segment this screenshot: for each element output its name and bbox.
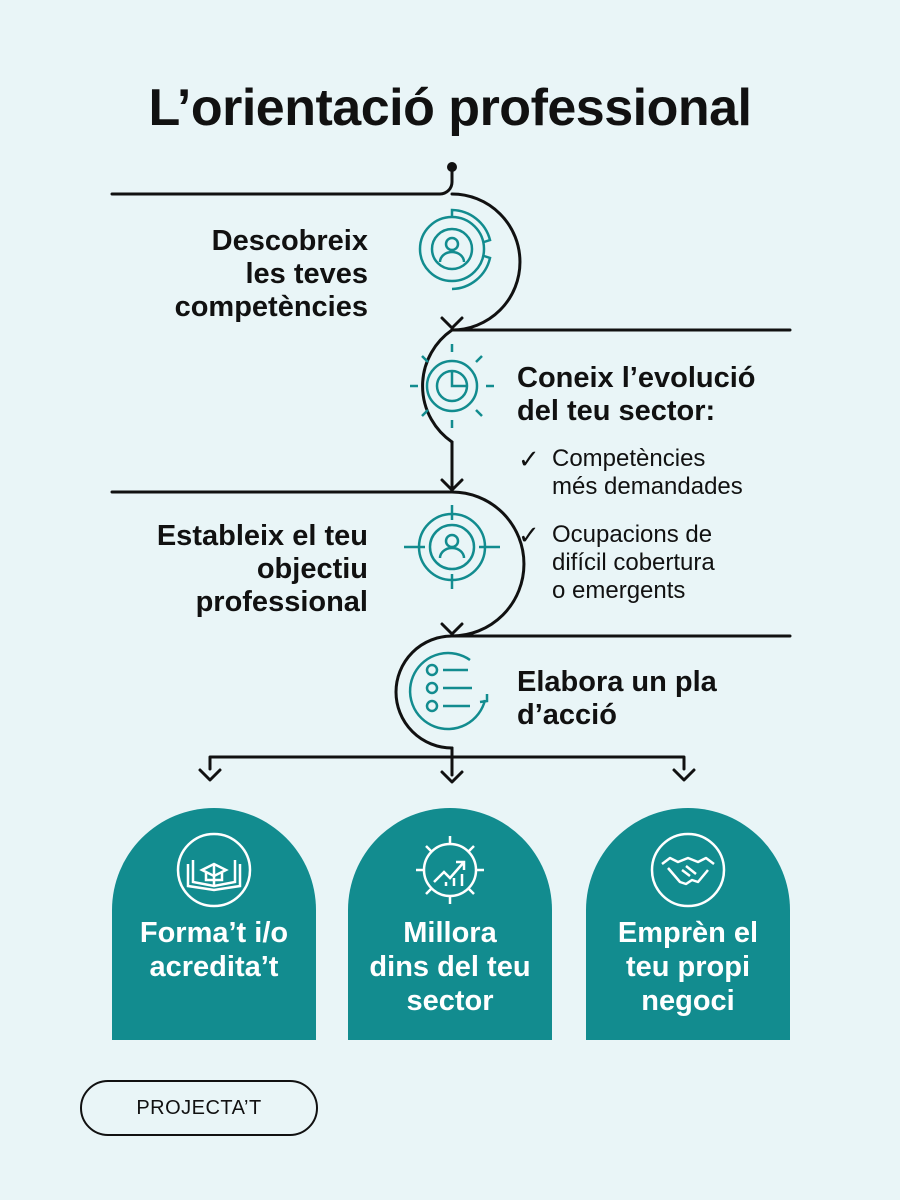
outcome-1-line: acredita’t (149, 951, 279, 983)
step-1-line: les teves (245, 258, 368, 290)
step-2-line: Coneix l’evolució (517, 362, 756, 394)
bullet-demanded-skills: ✓ Competències més demandades (518, 445, 743, 501)
outcome-3-line: teu propi (625, 951, 751, 983)
step-action-plan-label: Elabora un pla d’acció (517, 666, 857, 732)
book-graduation-cap-icon (176, 832, 252, 908)
crosshair-person-icon (404, 505, 500, 589)
bullet-line: difícil cobertura (552, 549, 715, 576)
step-3-line: Estableix el teu (156, 520, 368, 552)
bullet-hard-to-fill-occupations: ✓ Ocupacions de difícil cobertura o emer… (518, 521, 715, 605)
checkmark-icon: ✓ (518, 444, 540, 474)
outcome-2-line: sector (406, 985, 494, 1017)
step-evolution-label: Coneix l’evolució del teu sector: (517, 362, 857, 428)
projectat-badge: PROJECTA’T (80, 1080, 318, 1136)
arrow-1 (440, 316, 464, 330)
outcome-2-line: dins del teu (369, 951, 531, 983)
handshake-icon (650, 832, 726, 908)
step-3-line: objectiu (256, 553, 368, 585)
bullet-line: o emergents (552, 577, 686, 604)
checkmark-icon: ✓ (518, 520, 540, 550)
person-target-icon (418, 208, 492, 291)
flow-line-1 (110, 165, 454, 196)
arrow-5 (440, 770, 464, 784)
flow-curve-4 (394, 634, 454, 750)
bullet-line: Ocupacions de (552, 521, 713, 548)
step-4-line: Elabora un pla (517, 666, 717, 698)
flow-curve-1 (450, 192, 522, 332)
flow-curve-3 (450, 490, 526, 638)
flow-branch (208, 746, 686, 777)
arrow-3 (440, 622, 464, 636)
outcome-card-entrepreneur: Emprèn el teu propi negoci (586, 808, 790, 1040)
arrow-4 (198, 768, 222, 782)
gear-pie-chart-icon (410, 344, 494, 428)
outcome-3-line: Emprèn el (617, 917, 759, 949)
arrow-6 (672, 768, 696, 782)
step-1-line: competències (174, 291, 368, 323)
bullet-line: més demandades (552, 473, 743, 500)
step-4-line: d’acció (517, 699, 617, 731)
outcome-card-training: Forma’t i/o acredita’t (112, 808, 316, 1040)
bullet-line: Competències (552, 445, 706, 472)
outcome-2-line: Millora (403, 917, 497, 949)
checklist-icon (408, 651, 489, 731)
step-discover-label: Descobreix les teves competències (48, 225, 368, 324)
step-3-line: professional (195, 586, 368, 618)
step-2-line: del teu sector: (517, 395, 716, 427)
page-title: L’orientació professional (148, 79, 752, 137)
outcome-1-line: Forma’t i/o (139, 917, 289, 949)
gear-growth-chart-icon (416, 836, 484, 904)
flow-curve-2 (421, 328, 454, 444)
outcome-3-line: negoci (641, 985, 735, 1017)
outcome-card-improve: Millora dins del teu sector (348, 808, 552, 1040)
step-1-line: Descobreix (211, 225, 368, 257)
step-goal-label: Estableix el teu objectiu professional (48, 520, 368, 619)
arrow-2 (440, 478, 464, 492)
